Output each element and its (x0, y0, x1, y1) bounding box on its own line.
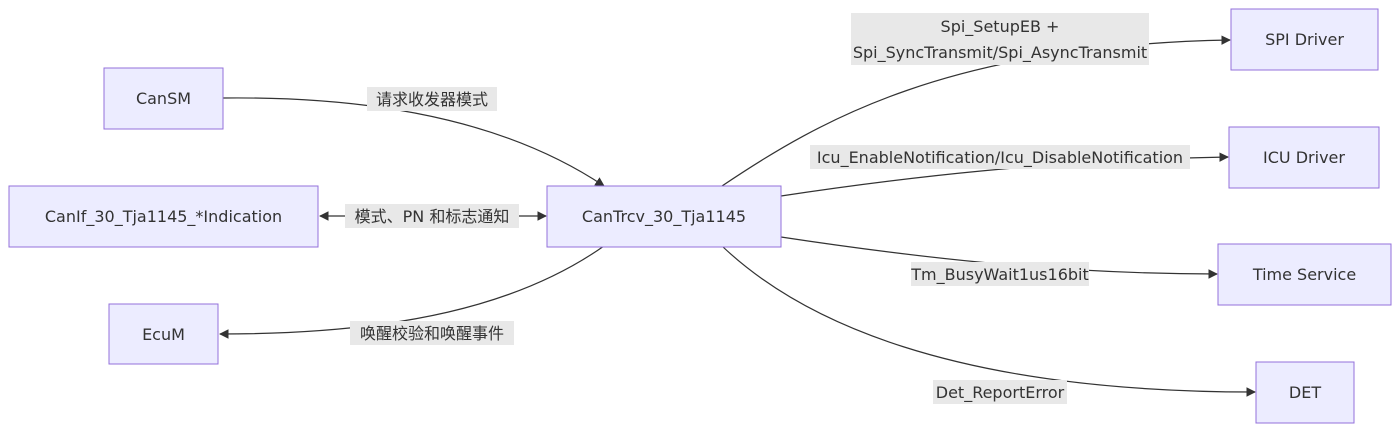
svg-text:ICU Driver: ICU Driver (1263, 148, 1345, 167)
edge-label-det-report: Det_ReportError (933, 380, 1067, 404)
svg-text:Det_ReportError: Det_ReportError (936, 383, 1065, 403)
node-canif-indication: CanIf_30_Tja1145_*Indication (8, 185, 319, 248)
edge-label-busy-wait: Tm_BusyWait1us16bit (910, 262, 1089, 286)
edge-label-spi-transmit: Spi_SetupEB + Spi_SyncTransmit/Spi_Async… (851, 13, 1149, 65)
node-det: DET (1255, 361, 1355, 424)
svg-text:DET: DET (1289, 383, 1321, 402)
svg-text:Tm_BusyWait1us16bit: Tm_BusyWait1us16bit (910, 265, 1089, 285)
node-time-service: Time Service (1217, 243, 1392, 306)
edge-cansm-to-cantrcv (222, 97, 605, 187)
edge-cantrcv-to-det (721, 245, 1256, 397)
svg-text:Spi_SyncTransmit/Spi_AsyncTran: Spi_SyncTransmit/Spi_AsyncTransmit (853, 43, 1147, 63)
node-ecum: EcuM (108, 303, 219, 365)
svg-text:Spi_SetupEB +: Spi_SetupEB + (941, 17, 1060, 37)
svg-text:CanSM: CanSM (136, 89, 191, 108)
svg-text:模式、PN 和标志通知: 模式、PN 和标志通知 (355, 207, 510, 226)
svg-text:EcuM: EcuM (142, 325, 185, 344)
node-cantrcv: CanTrcv_30_Tja1145 (546, 185, 782, 248)
edge-label-mode-pn-notification: 模式、PN 和标志通知 (345, 204, 519, 228)
svg-text:SPI Driver: SPI Driver (1265, 30, 1344, 49)
edge-label-wakeup-events: 唤醒校验和唤醒事件 (350, 321, 514, 345)
node-spi-driver: SPI Driver (1230, 8, 1379, 71)
svg-text:Time Service: Time Service (1252, 265, 1356, 284)
node-icu-driver: ICU Driver (1228, 126, 1380, 189)
edge-label-icu-notification: Icu_EnableNotification/Icu_DisableNotifi… (810, 145, 1190, 169)
node-cansm: CanSM (103, 67, 224, 130)
edge-label-request-mode: 请求收发器模式 (367, 87, 497, 111)
edge-cantrcv-to-ecum (219, 245, 605, 339)
svg-text:Icu_EnableNotification/Icu_Dis: Icu_EnableNotification/Icu_DisableNotifi… (817, 148, 1183, 168)
svg-text:请求收发器模式: 请求收发器模式 (376, 90, 488, 109)
svg-text:CanIf_30_Tja1145_*Indication: CanIf_30_Tja1145_*Indication (45, 207, 282, 227)
svg-text:唤醒校验和唤醒事件: 唤醒校验和唤醒事件 (360, 324, 504, 343)
svg-text:CanTrcv_30_Tja1145: CanTrcv_30_Tja1145 (582, 207, 746, 227)
